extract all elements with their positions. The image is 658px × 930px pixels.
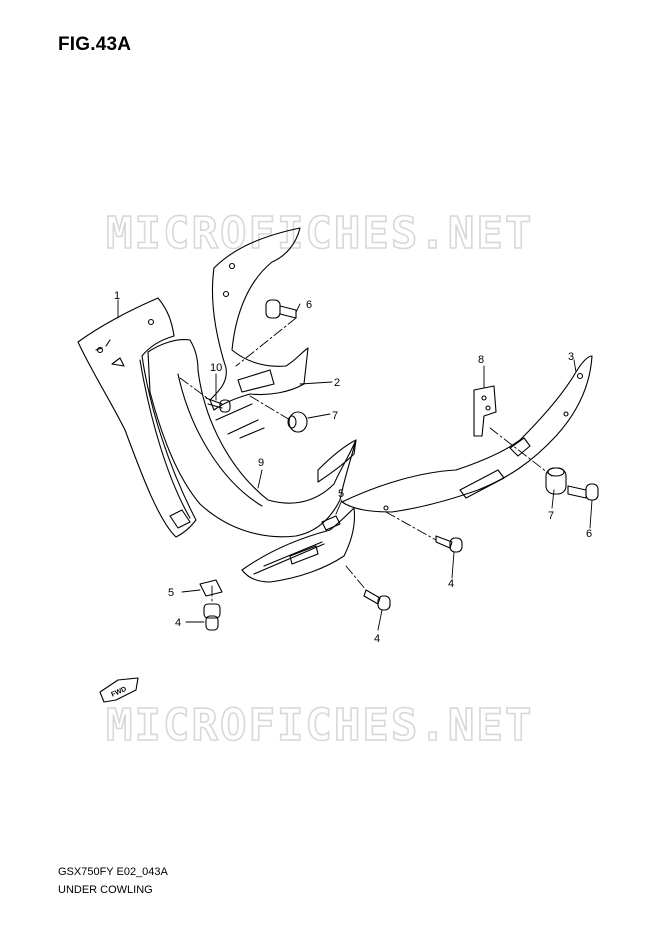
part-7-upper-grommet: [287, 411, 308, 433]
part-4-screw-low: [363, 589, 391, 611]
part-7-lower-grommet: [545, 467, 567, 495]
callout-10: 10: [210, 362, 222, 374]
part-4-screw-left: [203, 603, 221, 631]
part-1-left-under-cowling: [77, 297, 197, 538]
part-6-lower-bolt: [567, 483, 599, 501]
part-4-screw-mid: [435, 535, 463, 553]
callout-2: 2: [334, 377, 340, 389]
watermark-bottom: MICROFICHES.NET: [106, 700, 533, 751]
callout-4-low: 4: [374, 633, 380, 645]
part-3-right-under-cowling: [341, 355, 593, 513]
callout-6-upper: 6: [306, 299, 312, 311]
dashed-center-lines: [179, 317, 553, 605]
part-8-small-bracket: [473, 385, 497, 437]
part-5-clip-left: [199, 579, 223, 597]
figure-code: GSX750FY E02_043A: [58, 866, 168, 878]
part-5-clip-upper: [321, 515, 341, 531]
part-9-inner-panel: [147, 339, 357, 538]
callout-4-left: 4: [175, 617, 181, 629]
part-2-frame-bracket: [209, 227, 309, 421]
callout-8: 8: [478, 354, 484, 366]
callout-7-lower: 7: [548, 510, 554, 522]
callout-leaders: [117, 299, 593, 631]
callout-5-upper: 5: [338, 488, 344, 500]
part-6-upper-bolt: [265, 299, 297, 319]
callout-4-mid: 4: [448, 578, 454, 590]
callout-9: 9: [258, 457, 264, 469]
callout-6-lower: 6: [586, 528, 592, 540]
part-lower-front-panel: [241, 507, 356, 583]
callout-5-left: 5: [168, 587, 174, 599]
watermark-top: MICROFICHES.NET: [106, 208, 533, 259]
callout-7-upper: 7: [332, 410, 338, 422]
callout-3: 3: [568, 351, 574, 363]
callout-1: 1: [114, 290, 120, 302]
fwd-arrow-icon: [99, 677, 139, 703]
part-10-screw: [205, 397, 231, 413]
figure-name: UNDER COWLING: [58, 884, 153, 896]
figure-title: FIG.43A: [58, 34, 132, 55]
